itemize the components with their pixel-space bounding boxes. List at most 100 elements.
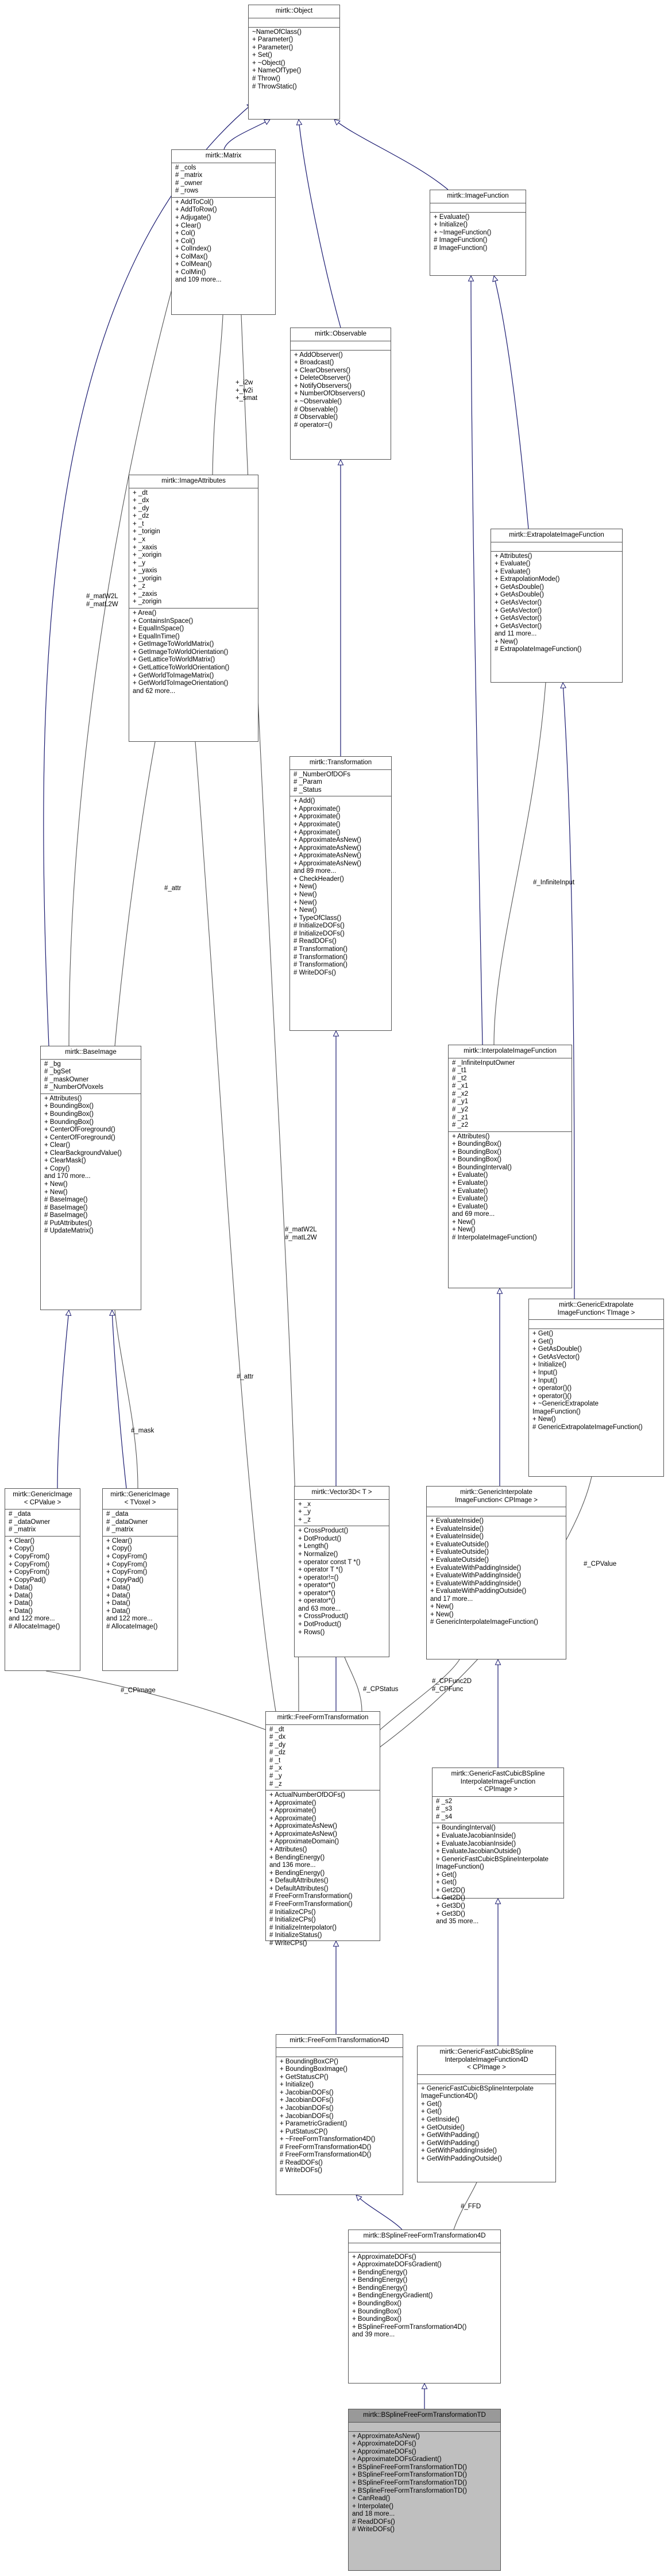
class-title[interactable]: mirtk::Transformation [290, 757, 391, 770]
method-row: + EvaluateJacobianOutside() [436, 1848, 521, 1855]
method-row: + Get() [532, 1330, 554, 1338]
class-title[interactable]: mirtk::Vector3D< T > [295, 1487, 389, 1500]
class-title[interactable]: mirtk::BSplineFreeFormTransformationTD [349, 2409, 500, 2423]
class-title[interactable]: mirtk::Object [249, 5, 339, 18]
class-observable[interactable]: mirtk::Observable+ AddObserver()+ Broadc… [290, 328, 391, 460]
class-transformation[interactable]: mirtk::Transformation# _NumberOfDOFs# _P… [289, 756, 392, 1031]
method-row: + Evaluate() [452, 1195, 488, 1203]
method-row: + GetImageToWorldOrientation() [133, 648, 229, 656]
method-row: + Evaluate() [495, 568, 531, 575]
class-imagefunction[interactable]: mirtk::ImageFunction+ Evaluate()+ Initia… [430, 190, 526, 276]
edge-label: #_matW2L #_matL2W [285, 1226, 317, 1241]
methods-section: + BoundingInterval()+ EvaluateJacobianIn… [433, 1823, 563, 1927]
attributes-section [249, 18, 339, 28]
class-title[interactable]: mirtk::BaseImage [41, 1046, 141, 1060]
method-row: + Evaluate() [434, 213, 470, 221]
class-title[interactable]: mirtk::InterpolateImageFunction [449, 1045, 572, 1058]
class-title[interactable]: mirtk::ImageAttributes [129, 475, 258, 488]
method-row: # ThrowStatic() [252, 83, 297, 90]
method-row: + ~ImageFunction() [434, 229, 492, 236]
method-row: and 122 more... [9, 1615, 55, 1623]
method-row: + Col() [175, 237, 195, 245]
class-genimgcp[interactable]: mirtk::GenericImage < CPValue ># _data# … [5, 1488, 80, 1671]
class-ffd[interactable]: mirtk::FreeFormTransformation# _dt# _dx#… [265, 1711, 380, 1947]
class-genimgtv[interactable]: mirtk::GenericImage < TVoxel ># _data# _… [102, 1488, 178, 1671]
method-row: # ReadDOFs() [294, 938, 337, 945]
class-fastbspline[interactable]: mirtk::GenericFastCubicBSpline Interpola… [417, 2046, 556, 2182]
methods-section: + GenericFastCubicBSplineInterpolate Ima… [418, 2084, 555, 2165]
method-row: + BoundingBox() [44, 1110, 94, 1118]
class-title[interactable]: mirtk::GenericFastCubicBSpline Interpola… [418, 2046, 555, 2075]
attribute-row: # _t2 [452, 1075, 467, 1082]
method-row: + ApproximateDOFs() [352, 2253, 416, 2261]
attribute-row: # _dx [269, 1734, 286, 1741]
class-title[interactable]: mirtk::GenericInterpolate ImageFunction<… [427, 1487, 566, 1508]
attribute-row: # _dataOwner [9, 1518, 51, 1526]
class-bspline_gi[interactable]: mirtk::GenericFastCubicBSpline Interpola… [432, 1768, 564, 1925]
methods-section: + Clear()+ Copy()+ CopyFrom()+ CopyFrom(… [5, 1537, 80, 1633]
class-baseimage[interactable]: mirtk::BaseImage# _bg# _bgSet# _maskOwne… [40, 1046, 141, 1310]
method-row: and 69 more... [452, 1211, 495, 1218]
method-row: + CenterOfForeground() [44, 1134, 115, 1141]
method-row: # InitializeCPs() [269, 1908, 316, 1916]
class-matrix[interactable]: mirtk::Matrix# _cols# _matrix# _owner# _… [171, 149, 276, 315]
method-row: + GetImageToWorldMatrix() [133, 641, 214, 648]
class-interpolate[interactable]: mirtk::InterpolateImageFunction# _Infini… [448, 1045, 572, 1288]
class-object[interactable]: mirtk::Object~NameOfClass()+ Parameter()… [248, 5, 340, 120]
method-row: + ApproximateDOFs() [352, 2440, 416, 2448]
class-extrapolate[interactable]: mirtk::ExtrapolateImageFunction+ Attribu… [491, 529, 623, 683]
attribute-row: # _matrix [9, 1526, 36, 1534]
class-title[interactable]: mirtk::GenericExtrapolate ImageFunction<… [529, 1299, 663, 1320]
method-row: + BendingEnergy() [352, 2284, 408, 2292]
method-row: ~NameOfClass() [252, 28, 302, 36]
method-row: + AddToCol() [175, 198, 214, 206]
method-row: + GetOutside() [421, 2124, 465, 2131]
method-row: # ExtrapolateImageFunction() [495, 646, 582, 653]
class-title[interactable]: mirtk::GenericImage < TVoxel > [103, 1489, 177, 1510]
class-genericinterp[interactable]: mirtk::GenericInterpolate ImageFunction<… [426, 1486, 566, 1659]
edge-label: #_CPValue [584, 1561, 617, 1568]
class-title[interactable]: mirtk::Observable [291, 328, 391, 341]
attributes-section [291, 341, 391, 351]
method-row: + ClearBackgroundValue() [44, 1149, 122, 1157]
method-row: + GenericFastCubicBSplineInterpolate Ima… [436, 1855, 549, 1871]
class-title[interactable]: mirtk::ImageFunction [430, 190, 526, 203]
attribute-row: # _t1 [452, 1067, 467, 1075]
edge-genimgcp-to-baseimage [57, 1310, 69, 1489]
class-title[interactable]: mirtk::FreeFormTransformation4D [276, 2035, 403, 2048]
method-row: + CopyFrom() [9, 1553, 50, 1560]
attribute-row: # _bg [44, 1060, 61, 1068]
class-title[interactable]: mirtk::BSplineFreeFormTransformation4D [349, 2230, 500, 2243]
edge-baseimage-imageattributes [115, 741, 156, 1046]
attribute-row: + _xaxis [133, 544, 157, 551]
method-row: + CopyFrom() [106, 1569, 148, 1576]
method-row: + Data() [9, 1584, 33, 1592]
method-row: + Clear() [9, 1537, 35, 1545]
method-row: + ParametricGradient() [280, 2120, 347, 2128]
method-row: + New() [294, 899, 317, 906]
method-row: + Get() [421, 2108, 442, 2116]
method-row: + GetStatusCP() [280, 2073, 329, 2081]
class-title[interactable]: mirtk::GenericImage < CPValue > [5, 1489, 80, 1510]
method-row: and 18 more... [352, 2510, 395, 2518]
method-row: + CopyFrom() [9, 1569, 50, 1576]
method-row: + ClearMask() [44, 1157, 86, 1165]
method-row: # InitializeStatus() [269, 1932, 322, 1939]
class-imageattributes[interactable]: mirtk::ImageAttributes+ _dt+ _dx+ _dy+ _… [129, 475, 258, 742]
class-ffd4d[interactable]: mirtk::FreeFormTransformation4D+ Boundin… [276, 2034, 403, 2195]
method-row: + Add() [294, 798, 315, 805]
class-title[interactable]: mirtk::ExtrapolateImageFunction [491, 529, 622, 542]
method-row: + BendingEnergy() [269, 1869, 325, 1877]
method-row: + EvaluateInside() [430, 1525, 484, 1532]
method-row: # FreeFormTransformation() [269, 1893, 353, 1900]
class-title[interactable]: mirtk::Matrix [172, 150, 275, 163]
class-genericextrap[interactable]: mirtk::GenericExtrapolate ImageFunction<… [528, 1299, 664, 1477]
class-title[interactable]: mirtk::FreeFormTransformation [266, 1712, 380, 1725]
attribute-row: # _bgSet [44, 1068, 71, 1076]
class-bsplineffd4d[interactable]: mirtk::BSplineFreeFormTransformation4D+ … [348, 2230, 501, 2384]
class-vector3d[interactable]: mirtk::Vector3D< T >+ _x+ _y+ _z+ CrossP… [294, 1486, 389, 1657]
method-row: + Approximate() [294, 813, 341, 821]
method-row: + Normalize() [298, 1550, 338, 1558]
class-bsplineffdtd[interactable]: mirtk::BSplineFreeFormTransformationTD+ … [348, 2409, 501, 2571]
class-title[interactable]: mirtk::GenericFastCubicBSpline Interpola… [433, 1768, 563, 1797]
